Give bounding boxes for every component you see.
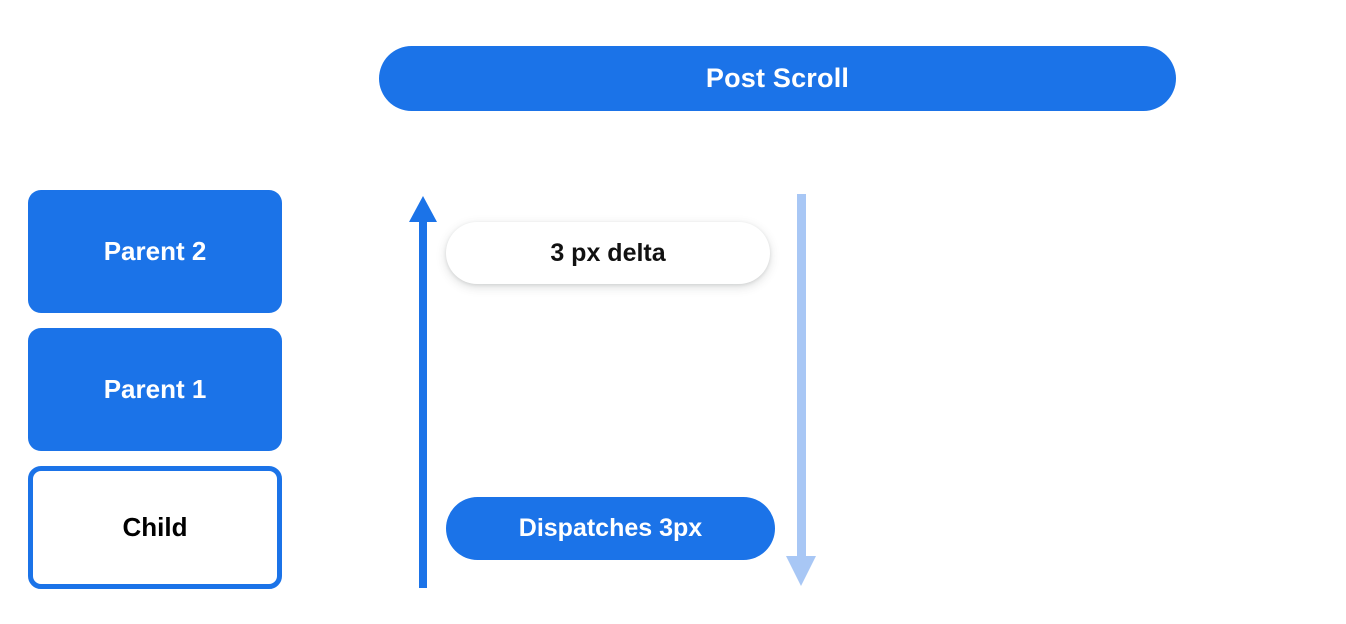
dispatch-down-arrow-icon	[786, 194, 816, 586]
delta-pill-label: 3 px delta	[550, 238, 666, 267]
dispatch-pill-label: Dispatches 3px	[518, 514, 703, 542]
diagram-title-pill: Post Scroll	[379, 46, 1176, 111]
scroll-up-arrow-icon	[409, 196, 437, 588]
box-parent-2: Parent 2	[28, 190, 282, 313]
delta-pill: 3 px delta	[446, 222, 770, 284]
box-child: Child	[28, 466, 282, 589]
box-parent-2-label: Parent 2	[103, 236, 207, 266]
dispatch-pill: Dispatches 3px	[446, 497, 775, 560]
box-child-label: Child	[122, 512, 188, 542]
box-parent-1: Parent 1	[28, 328, 282, 451]
box-parent-1-label: Parent 1	[103, 374, 207, 404]
page-title: Post Scroll	[705, 63, 850, 93]
